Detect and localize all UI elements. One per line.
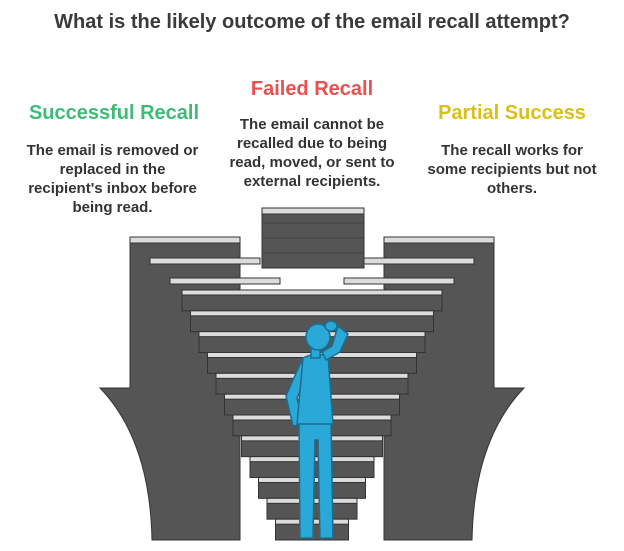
description-line: recalled due to being — [236, 135, 388, 152]
left-step-top — [129, 236, 241, 244]
right-step-top — [383, 236, 495, 244]
person-right-arm — [321, 324, 349, 362]
right-step-top — [343, 277, 455, 285]
successful-recall-description: The email is removed or replaced in the … — [10, 141, 215, 217]
center-stair-tread — [190, 310, 434, 317]
left-step-top — [169, 277, 281, 285]
left-step-top — [149, 257, 261, 265]
description-line: recipient's inbox before — [28, 180, 197, 197]
description-line: being read. — [72, 199, 153, 216]
failed-recall-description: The email cannot be recalled due to bein… — [212, 115, 412, 191]
description-line: The recall works for — [441, 142, 583, 159]
center-pillar-top — [261, 207, 365, 215]
description-line: external recipients. — [243, 173, 381, 190]
person-figure — [285, 320, 349, 539]
partial-success-description: The recall works for some recipients but… — [412, 141, 612, 198]
right-step-top — [363, 257, 475, 265]
center-stair-tread — [181, 289, 443, 296]
person-torso — [296, 353, 334, 425]
page-title: What is the likely outcome of the email … — [54, 11, 570, 33]
failed-recall-title: Failed Recall — [250, 78, 374, 100]
description-line: read, moved, or sent to — [229, 154, 395, 171]
successful-recall-title: Successful Recall — [28, 102, 200, 124]
description-line: The email is removed or — [26, 142, 199, 159]
description-line: others. — [486, 180, 537, 197]
description-line: replaced in the — [59, 161, 166, 178]
partial-success-title: Partial Success — [438, 102, 586, 124]
person-head — [305, 323, 331, 351]
description-line: The email cannot be — [239, 116, 385, 133]
description-line: some recipients but not — [427, 161, 597, 178]
person-legs — [298, 419, 334, 539]
person-hand — [324, 320, 338, 332]
